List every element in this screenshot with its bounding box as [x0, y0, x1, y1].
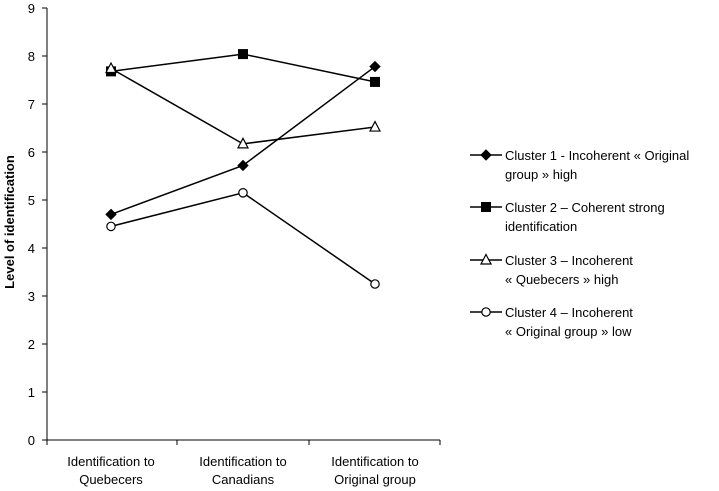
circle-marker [106, 221, 116, 232]
y-tick-label: 7 [28, 97, 35, 112]
y-tick-label: 8 [28, 49, 35, 64]
triangle-marker [369, 120, 381, 132]
square-marker [370, 76, 380, 87]
circle-marker [481, 307, 491, 317]
series-4 [106, 188, 380, 289]
chart-axes [46, 8, 440, 441]
triangle-marker [105, 61, 117, 74]
series-1 [105, 60, 381, 221]
diamond-marker [237, 159, 249, 172]
series-3 [105, 61, 381, 149]
y-tick-label: 0 [28, 433, 35, 448]
diamond-marker [105, 208, 117, 221]
series-line [110, 67, 376, 145]
y-tick-label: 6 [28, 145, 35, 160]
diamond-marker [480, 149, 492, 161]
legend-item: Cluster 4 – Incoherent« Original group »… [470, 305, 633, 339]
series-line [110, 191, 376, 285]
circle-marker [238, 188, 248, 198]
triangle-marker [237, 137, 249, 149]
y-axis-ticks: 0 1 2 3 4 5 6 7 8 9 [28, 1, 47, 448]
y-tick-label: 1 [28, 385, 35, 400]
triangle-marker [480, 253, 492, 265]
square-marker [481, 202, 491, 212]
series-2 [106, 49, 380, 87]
y-tick-label: 9 [28, 1, 35, 16]
y-tick-label: 5 [28, 193, 35, 208]
legend-label: Cluster 3 – Incoherent« Quebecers » high [505, 253, 633, 287]
y-tick-label: 2 [28, 337, 35, 352]
legend-item: Cluster 3 – Incoherent« Quebecers » high [470, 253, 633, 287]
circle-marker [370, 279, 380, 289]
diamond-marker [369, 60, 381, 73]
legend-label: Cluster 4 – Incoherent« Original group »… [505, 305, 633, 339]
square-marker [238, 49, 248, 60]
y-tick-label: 3 [28, 289, 35, 304]
chart-series [105, 49, 381, 289]
y-tick-label: 4 [28, 241, 35, 256]
y-axis-title: Level of identification [2, 155, 17, 289]
